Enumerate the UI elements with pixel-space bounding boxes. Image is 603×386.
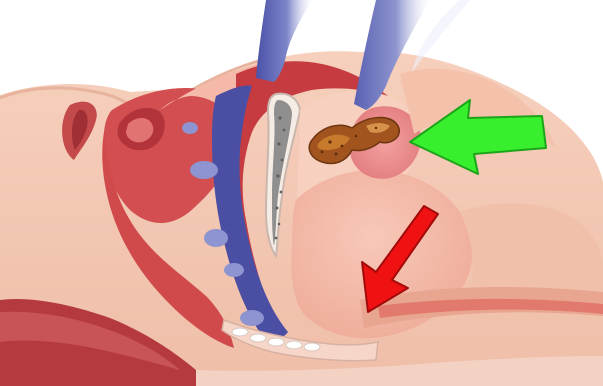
airway-diagram	[0, 0, 603, 386]
illustration-canvas	[0, 0, 603, 386]
